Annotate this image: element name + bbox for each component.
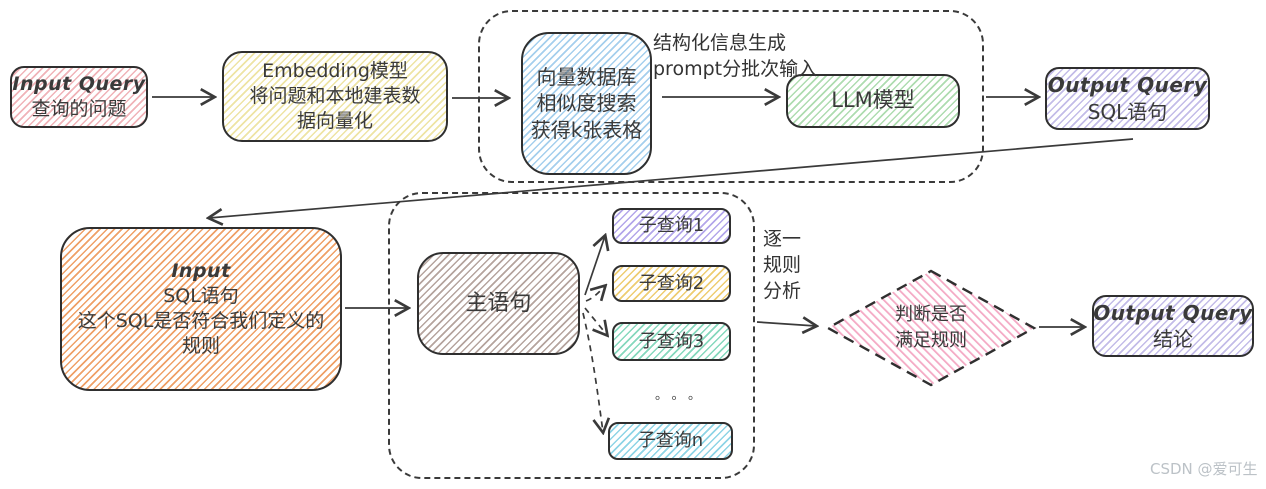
node-label: 子查询3 [638, 330, 705, 352]
diamond-shape [825, 269, 1037, 387]
node-subquery-n: 子查询n [608, 422, 733, 460]
node-label: 相似度搜索 [536, 91, 637, 116]
node-label: 据向量化 [296, 110, 373, 133]
label-line: 逐一 [763, 228, 802, 250]
node-label: 结论 [1153, 327, 1193, 351]
node-label: Input Query [12, 72, 146, 95]
node-label: 主语句 [465, 290, 532, 316]
ellipsis-dots: 。。。 [654, 388, 711, 403]
node-label: 将问题和本地建表数 [249, 84, 421, 107]
label-line: prompt分批次输入 [653, 58, 818, 81]
node-label: 向量数据库 [536, 64, 637, 89]
node-label: Input [171, 259, 231, 282]
node-label: 这个SQL是否符合我们定义的 [77, 310, 325, 332]
node-label: SQL语句 [163, 284, 239, 307]
label-line: 结构化信息生成 [653, 32, 787, 54]
node-decision-diamond: 判断是否 满足规则 [825, 268, 1037, 388]
node-label: 子查询1 [638, 215, 705, 237]
label-line: 分析 [763, 280, 802, 303]
arrow-subqueries-to-decision [756, 322, 816, 326]
node-label: 判断是否 [895, 303, 967, 325]
node-main-clause: 主语句 [417, 252, 580, 355]
node-subquery-1: 子查询1 [612, 208, 731, 244]
node-label: 满足规则 [895, 330, 967, 351]
node-llm-model: LLM模型 [786, 74, 960, 128]
node-label: 规则 [181, 335, 220, 358]
prompt-batch-label: 结构化信息生成 prompt分批次输入 [653, 30, 817, 82]
node-subquery-3: 子查询3 [612, 322, 731, 361]
node-output-conclusion: Output Query 结论 [1092, 295, 1254, 357]
node-label: 查询的问题 [31, 98, 127, 120]
node-label: SQL语句 [1087, 99, 1168, 124]
node-embedding-model: Embedding模型 将问题和本地建表数 据向量化 [222, 51, 448, 142]
node-label: 子查询2 [638, 272, 705, 294]
node-input-sql-check: Input SQL语句 这个SQL是否符合我们定义的 规则 [60, 227, 342, 391]
csdn-watermark: CSDN @爱可生 [1150, 460, 1258, 478]
node-label: Output Query [1093, 300, 1253, 325]
node-output-sql: Output Query SQL语句 [1045, 67, 1210, 130]
node-vector-db-search: 向量数据库 相似度搜索 获得k张表格 [521, 32, 652, 175]
rule-analysis-label: 逐一 规则 分析 [763, 226, 801, 305]
node-subquery-2: 子查询2 [612, 265, 731, 302]
node-input-query: Input Query 查询的问题 [10, 66, 148, 128]
node-label: Embedding模型 [262, 59, 408, 82]
node-label: 获得k张表格 [530, 117, 643, 142]
node-label: Output Query [1047, 73, 1208, 98]
node-label: 子查询n [637, 430, 704, 452]
label-line: 规则 [763, 254, 802, 277]
node-label: LLM模型 [831, 88, 915, 113]
